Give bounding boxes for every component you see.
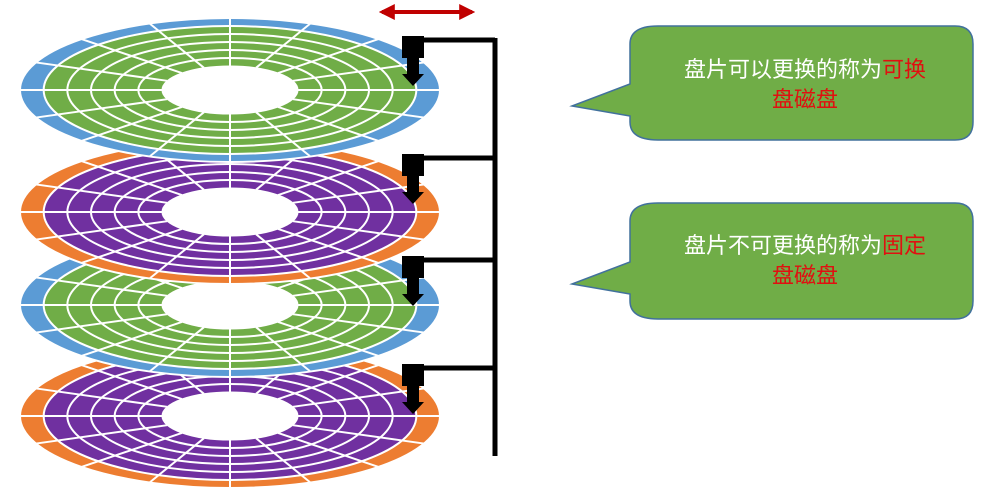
head-tip bbox=[402, 402, 424, 414]
sector-divider bbox=[255, 326, 311, 373]
sector-divider bbox=[81, 432, 183, 468]
sector-divider bbox=[292, 183, 425, 204]
sector-divider bbox=[35, 424, 168, 445]
platter-1 bbox=[19, 17, 441, 163]
sector-divider bbox=[292, 220, 425, 241]
head-slider bbox=[402, 256, 424, 278]
callout-fixed-text: 盘片不可更换的称为固定盘磁盘 bbox=[640, 232, 970, 292]
sector-divider bbox=[35, 276, 168, 297]
sector-divider bbox=[292, 424, 425, 445]
sector-divider bbox=[81, 160, 183, 196]
read-write-head-icon bbox=[402, 256, 495, 306]
sector-divider bbox=[149, 111, 205, 158]
sector-divider bbox=[35, 183, 168, 204]
head-slider bbox=[402, 36, 424, 58]
sector-divider bbox=[277, 364, 379, 400]
spindle-hole bbox=[161, 280, 299, 330]
sector-divider bbox=[149, 22, 205, 69]
sector-divider bbox=[292, 387, 425, 408]
head-tip bbox=[402, 192, 424, 204]
head-tip bbox=[402, 74, 424, 86]
head-stem bbox=[407, 384, 419, 402]
sector-divider bbox=[81, 228, 183, 264]
sector-divider bbox=[277, 321, 379, 357]
sector-divider bbox=[35, 313, 168, 334]
sector-divider bbox=[277, 228, 379, 264]
sector-divider bbox=[277, 38, 379, 74]
callout-removable-highlight: 可换 bbox=[882, 58, 927, 83]
spindle-hole bbox=[161, 65, 299, 115]
sector-divider bbox=[292, 98, 425, 119]
spindle-hole bbox=[161, 391, 299, 441]
head-arm-assembly bbox=[402, 36, 498, 456]
sector-divider bbox=[255, 437, 311, 484]
sector-divider bbox=[149, 326, 205, 373]
sector-divider bbox=[35, 220, 168, 241]
head-stem bbox=[407, 174, 419, 192]
callout-removable bbox=[569, 25, 974, 141]
callout-fixed-label-2: 盘磁盘 bbox=[771, 264, 838, 289]
read-write-head-icon bbox=[402, 364, 495, 414]
sector-divider bbox=[149, 233, 205, 280]
sector-divider bbox=[255, 22, 311, 69]
sector-divider bbox=[277, 106, 379, 142]
head-tip bbox=[402, 294, 424, 306]
sector-divider bbox=[81, 364, 183, 400]
sector-divider bbox=[277, 160, 379, 196]
sector-divider bbox=[35, 387, 168, 408]
head-slider bbox=[402, 364, 424, 386]
head-slider bbox=[402, 154, 424, 176]
read-write-head-icon bbox=[402, 36, 495, 86]
sector-divider bbox=[292, 61, 425, 82]
callout-fixed bbox=[569, 202, 974, 320]
sector-divider bbox=[255, 111, 311, 158]
spindle-hole bbox=[161, 187, 299, 237]
sector-divider bbox=[149, 437, 205, 484]
callout-removable-label-2: 盘磁盘 bbox=[771, 88, 838, 113]
sector-divider bbox=[292, 276, 425, 297]
read-write-head-icon bbox=[402, 154, 495, 204]
callout-fixed-highlight: 固定 bbox=[882, 234, 927, 259]
platter-4 bbox=[19, 343, 441, 489]
callout-removable-text: 盘片可以更换的称为可换盘磁盘 bbox=[640, 56, 970, 116]
head-stem bbox=[407, 56, 419, 74]
callout-fixed-label: 盘片不可更换的称为 bbox=[683, 234, 882, 259]
head-stem bbox=[407, 276, 419, 294]
platter-2 bbox=[19, 139, 441, 285]
sector-divider bbox=[35, 61, 168, 82]
sector-divider bbox=[255, 233, 311, 280]
platter-stack bbox=[19, 17, 441, 489]
sector-divider bbox=[81, 38, 183, 74]
sector-divider bbox=[35, 98, 168, 119]
callout-removable-label: 盘片可以更换的称为 bbox=[683, 58, 882, 83]
sector-divider bbox=[292, 313, 425, 334]
sector-divider bbox=[81, 106, 183, 142]
sector-divider bbox=[81, 321, 183, 357]
sector-divider bbox=[277, 432, 379, 468]
